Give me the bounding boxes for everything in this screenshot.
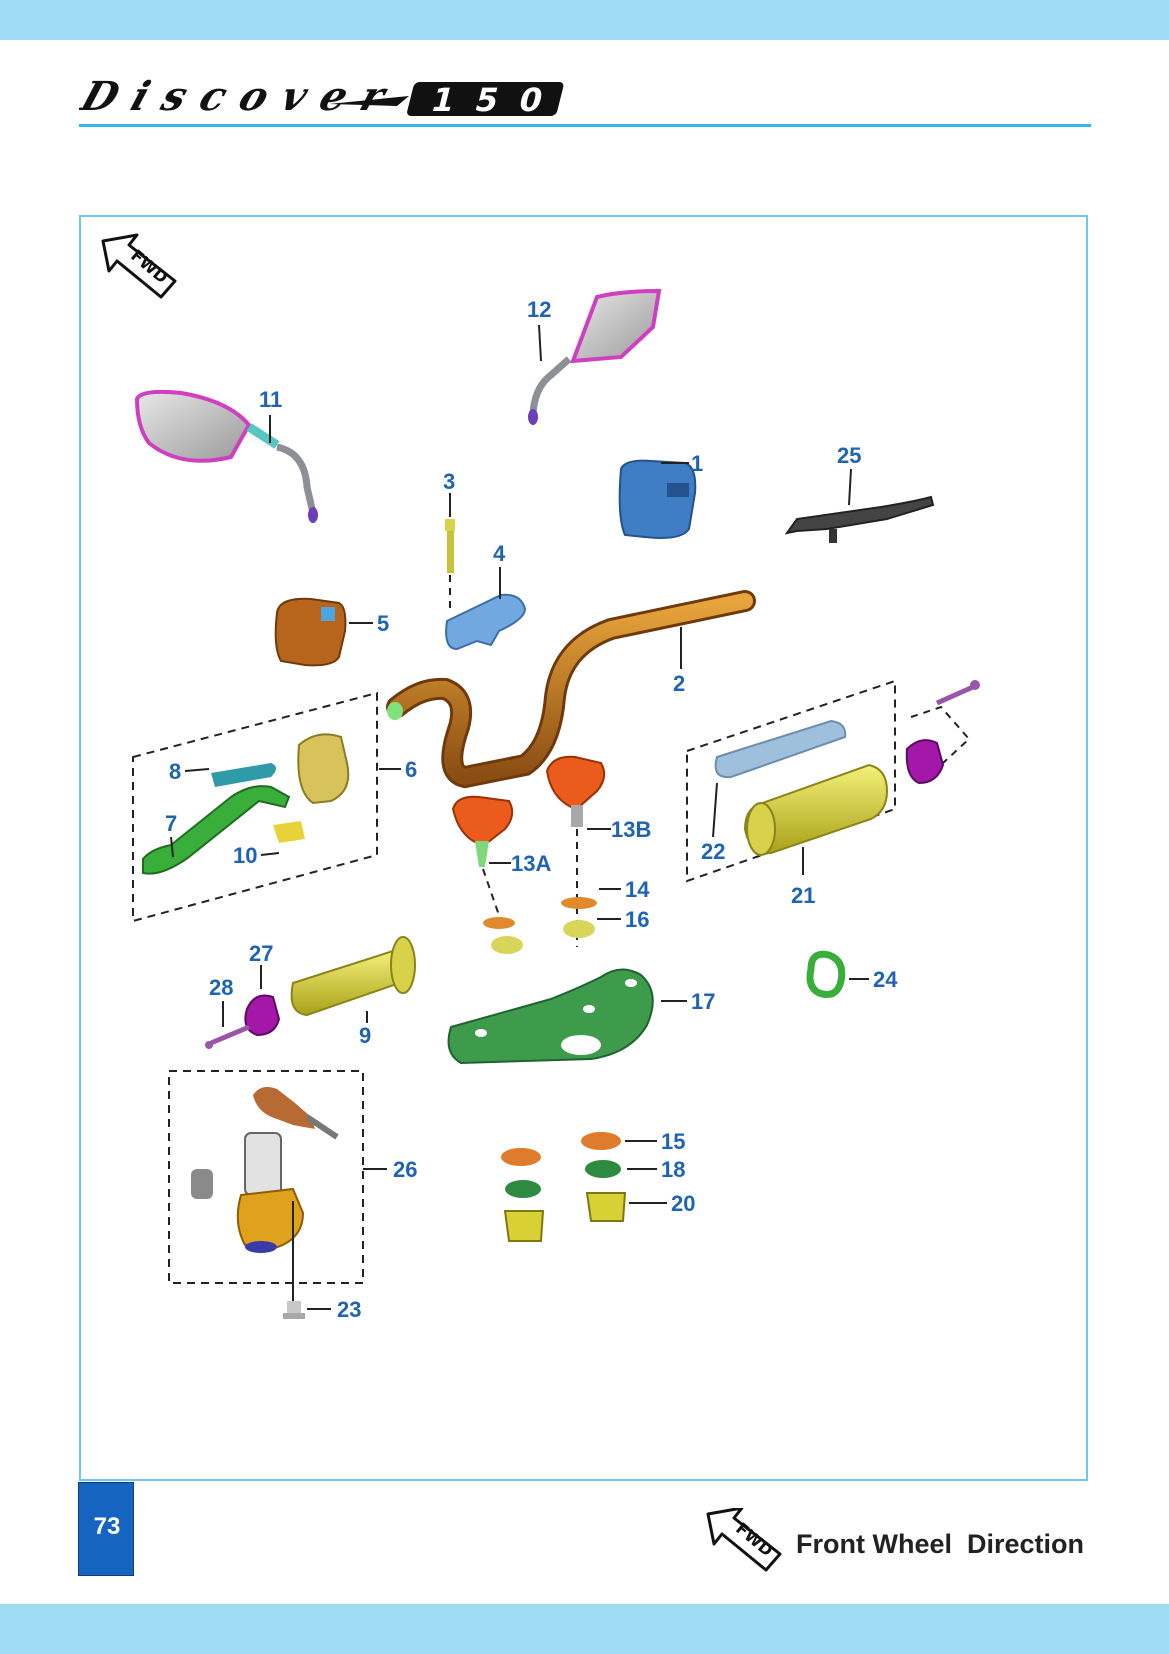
part-6-master-cylinder-group bbox=[132, 691, 378, 923]
callout-24: 24 bbox=[873, 967, 898, 992]
part-3-bolt bbox=[445, 519, 455, 573]
part-20-nut bbox=[503, 1192, 627, 1242]
callout-27: 27 bbox=[249, 941, 273, 966]
part-27-bar-end-weight bbox=[244, 994, 281, 1037]
part-16-washer bbox=[563, 920, 595, 938]
callout-15: 15 bbox=[661, 1129, 685, 1154]
fwd-arrow-icon: FWD bbox=[101, 233, 177, 299]
bottom-band bbox=[0, 1604, 1169, 1654]
logo-wordmark: Discover bbox=[79, 72, 394, 120]
part-21-22-right-grip-group bbox=[686, 679, 896, 883]
part-2-handlebar bbox=[386, 590, 756, 789]
part-12-right-mirror bbox=[528, 288, 662, 425]
callout-22: 22 bbox=[701, 839, 725, 864]
right-bar-end-weight bbox=[905, 680, 980, 785]
parts-diagram-frame: FWD bbox=[79, 215, 1088, 1481]
part-14-washer bbox=[561, 897, 597, 909]
callout-13b: 13B bbox=[611, 817, 651, 842]
callout-6: 6 bbox=[405, 757, 417, 782]
callout-9: 9 bbox=[359, 1023, 371, 1048]
part-4-upper-holder bbox=[445, 593, 527, 651]
callout-18: 18 bbox=[661, 1157, 685, 1182]
part-18-washer bbox=[505, 1160, 621, 1198]
callout-11: 11 bbox=[259, 387, 282, 412]
callout-labels: 12 11 1 25 3 4 5 2 6 8 7 10 13B 13A 14 1… bbox=[165, 297, 898, 1322]
part-9-left-grip bbox=[290, 936, 416, 1017]
callout-14: 14 bbox=[625, 877, 650, 902]
exploded-parts-diagram: FWD bbox=[101, 233, 980, 1322]
front-wheel-direction-legend: Front Wheel Direction bbox=[796, 1529, 1085, 1559]
page-number: 73 bbox=[93, 1513, 121, 1540]
callout-16: 16 bbox=[625, 907, 649, 932]
callout-4: 4 bbox=[493, 541, 506, 566]
callout-28: 28 bbox=[209, 975, 233, 1000]
part-17-steering-plate bbox=[447, 968, 654, 1065]
callout-13a: 13A bbox=[511, 851, 551, 876]
logo-number: 150 bbox=[427, 81, 546, 118]
assembly-lines bbox=[449, 575, 578, 947]
top-band bbox=[0, 0, 1169, 40]
logo-swoosh bbox=[329, 96, 409, 106]
part-28-screw bbox=[205, 1024, 250, 1049]
part-15-washer bbox=[501, 1132, 621, 1166]
callout-21: 21 bbox=[791, 883, 815, 908]
part-1-right-switch bbox=[618, 459, 697, 539]
callout-20: 20 bbox=[671, 1191, 695, 1216]
callout-5: 5 bbox=[377, 611, 389, 636]
part-13a-lower-holder bbox=[451, 795, 514, 867]
callout-8: 8 bbox=[169, 759, 181, 784]
page-number-box: 73 bbox=[78, 1482, 134, 1576]
part-13b-lower-holder bbox=[545, 755, 606, 827]
logo-number-plate bbox=[407, 82, 564, 116]
discover-150-logo: Discover 150 bbox=[79, 72, 564, 120]
footer-fwd-arrow-icon: FWD bbox=[706, 1508, 782, 1572]
part-25-clutch-lever bbox=[784, 495, 935, 543]
header-rule bbox=[79, 124, 1091, 127]
callout-10: 10 bbox=[233, 843, 257, 868]
part-11-left-mirror bbox=[134, 389, 318, 523]
callout-1: 1 bbox=[691, 451, 703, 476]
washers-13a-stack bbox=[483, 917, 523, 954]
callout-23: 23 bbox=[337, 1297, 361, 1322]
part-24-clip bbox=[806, 950, 846, 998]
callout-2: 2 bbox=[673, 671, 685, 696]
callout-7: 7 bbox=[165, 811, 177, 836]
callout-3: 3 bbox=[443, 469, 455, 494]
callout-17: 17 bbox=[691, 989, 715, 1014]
part-26-ignition-switch-group bbox=[168, 1070, 364, 1303]
part-23-bolt bbox=[283, 1301, 305, 1319]
part-5-left-switch bbox=[274, 597, 347, 667]
callout-12: 12 bbox=[527, 297, 551, 322]
callout-26: 26 bbox=[393, 1157, 417, 1182]
callout-leaders bbox=[170, 324, 869, 1310]
callout-25: 25 bbox=[837, 443, 861, 468]
